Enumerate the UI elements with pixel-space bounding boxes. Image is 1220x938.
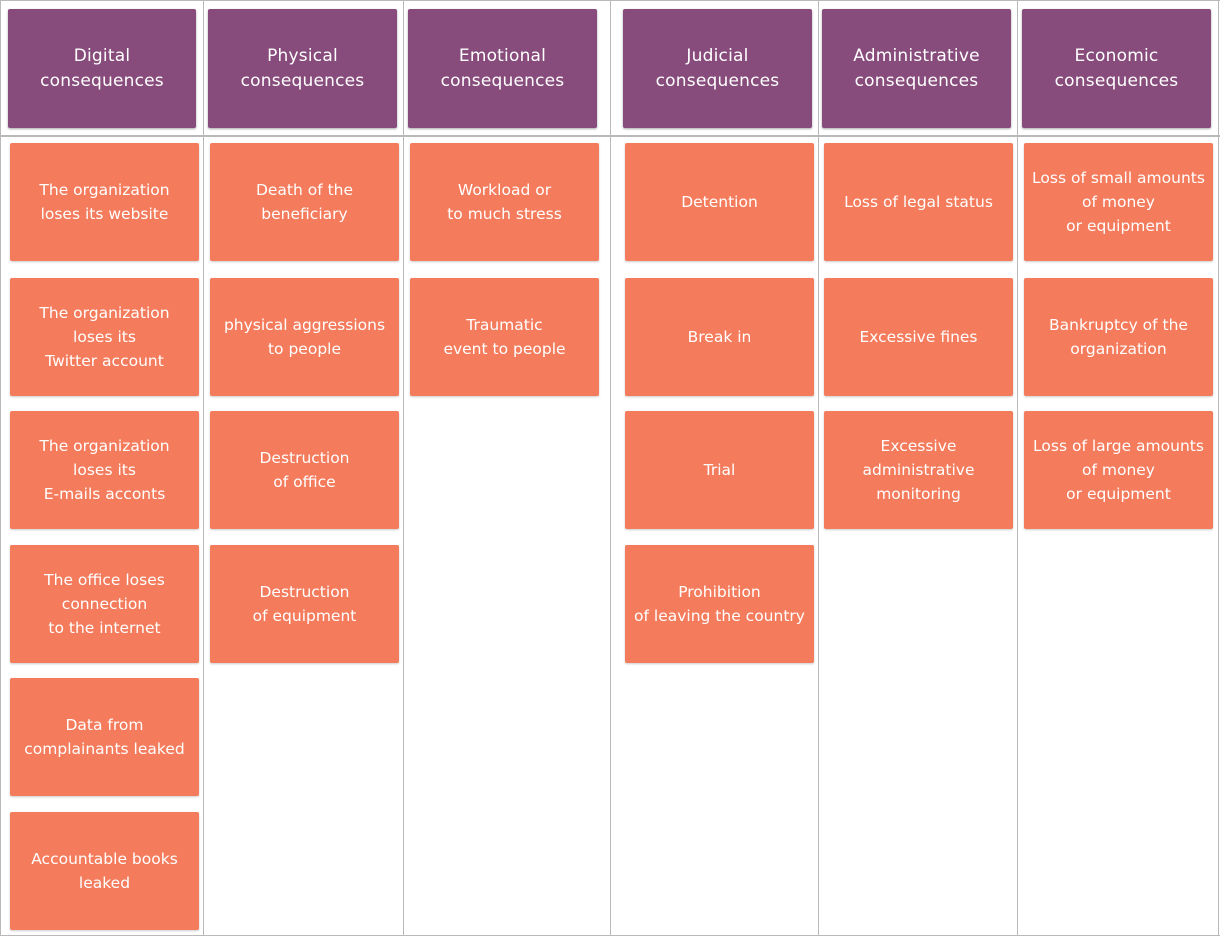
card-office-destruction: Destruction of office [210,411,399,529]
card-large-money-loss: Loss of large amounts of money or equipm… [1024,411,1213,529]
column-divider [818,0,819,936]
card-legal-status-loss: Loss of legal status [824,143,1013,261]
card-break-in: Break in [625,278,814,396]
board-right-border [1218,0,1219,936]
column-header-administrative: Administrative consequences [822,9,1011,128]
card-website-loss: The organization loses its website [10,143,199,261]
column-divider [203,0,204,936]
column-divider [1017,0,1018,936]
card-administrative-monitoring: Excessive administrative monitoring [824,411,1013,529]
column-header-economic: Economic consequences [1022,9,1211,128]
card-detention: Detention [625,143,814,261]
card-books-leak: Accountable books leaked [10,812,199,930]
column-header-emotional: Emotional consequences [408,9,597,128]
card-physical-aggression: physical aggressions to people [210,278,399,396]
card-traumatic-event: Traumatic event to people [410,278,599,396]
card-twitter-loss: The organization loses its Twitter accou… [10,278,199,396]
card-beneficiary-death: Death of the beneficiary [210,143,399,261]
card-trial: Trial [625,411,814,529]
column-header-judicial: Judicial consequences [623,9,812,128]
column-divider [610,0,611,936]
card-workload-stress: Workload or to much stress [410,143,599,261]
card-travel-prohibition: Prohibition of leaving the country [625,545,814,663]
column-header-digital: Digital consequences [8,9,196,128]
card-internet-loss: The office loses connection to the inter… [10,545,199,663]
card-excessive-fines: Excessive fines [824,278,1013,396]
column-header-physical: Physical consequences [208,9,397,128]
card-equipment-destruction: Destruction of equipment [210,545,399,663]
card-bankruptcy: Bankruptcy of the organization [1024,278,1213,396]
card-email-loss: The organization loses its E-mails accon… [10,411,199,529]
card-small-money-loss: Loss of small amounts of money or equipm… [1024,143,1213,261]
card-complainant-data-leak: Data from complainants leaked [10,678,199,796]
column-divider [403,0,404,936]
board-left-border [0,0,1,936]
